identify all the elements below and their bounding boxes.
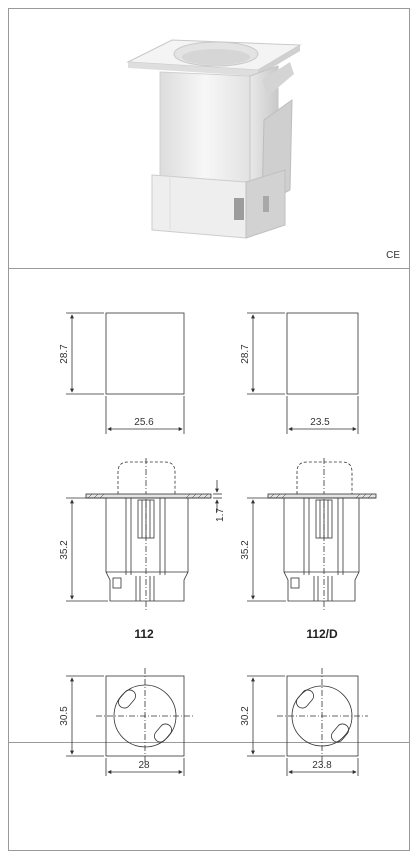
model-label-112d: 112/D xyxy=(306,627,338,641)
model-112d-top-view xyxy=(247,312,359,434)
dim-112-top-width: 25.6 xyxy=(134,417,154,428)
dim-112d-top-height: 28.7 xyxy=(240,344,251,364)
page-frame xyxy=(8,8,410,851)
dim-112d-bottom-width: 23.8 xyxy=(312,760,332,771)
dim-112d-bottom-height: 30.2 xyxy=(240,706,251,726)
dim-112d-top-width: 23.5 xyxy=(310,417,330,428)
dim-112-side-height: 35.2 xyxy=(59,540,70,560)
model-label-112: 112 xyxy=(134,627,154,641)
model-112-bottom-view xyxy=(66,668,194,776)
product-photo xyxy=(126,39,302,239)
model-112-side-view xyxy=(66,458,222,610)
ce-mark: CE xyxy=(386,250,400,261)
model-112-top-view xyxy=(66,312,185,434)
dim-112-bottom-height: 30.5 xyxy=(59,706,70,726)
section-divider-bottom xyxy=(8,742,410,743)
dim-112-flange: 1.7 xyxy=(215,508,226,522)
dim-112d-side-height: 35.2 xyxy=(240,540,251,560)
model-112d-bottom-view xyxy=(247,668,368,776)
dim-112-bottom-width: 28 xyxy=(138,760,150,771)
section-divider-top xyxy=(8,268,410,269)
dim-112-top-height: 28.7 xyxy=(59,344,70,364)
model-112d-side-view xyxy=(247,458,377,610)
